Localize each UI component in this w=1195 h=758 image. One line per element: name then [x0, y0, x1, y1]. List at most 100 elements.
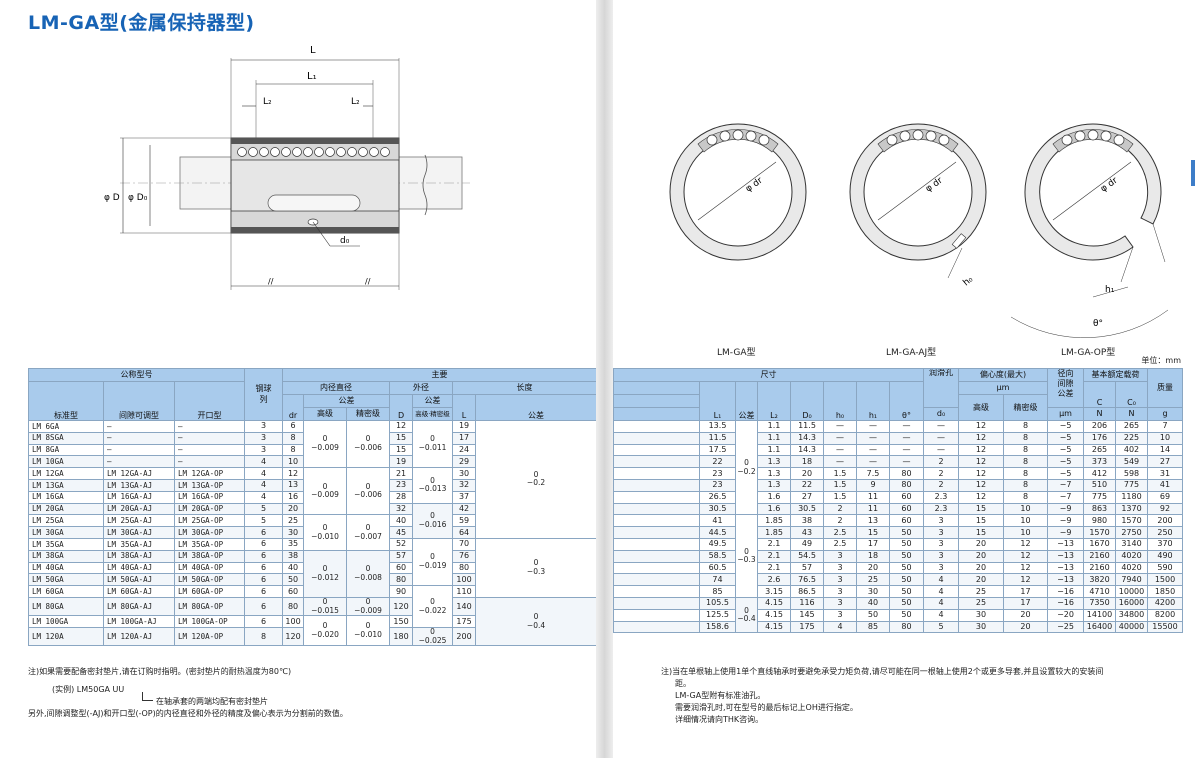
model-clearance: LM 40GA-AJ — [103, 561, 175, 575]
ecc-precision: 12 — [1003, 537, 1049, 551]
col-size: 尺寸 — [612, 368, 925, 382]
mass: 200 — [1147, 514, 1184, 528]
d0: 2 — [923, 455, 960, 469]
ecc-precision: 12 — [1003, 573, 1049, 587]
load-C: 206 — [1083, 420, 1117, 433]
ecc-precision: 17 — [1003, 585, 1049, 598]
outer-D: 52 — [389, 537, 414, 551]
ecc-precision: 12 — [1003, 549, 1049, 563]
dr-tol-precision: 0−0.009 — [346, 596, 391, 617]
dr-tol-precision: 0−0.006 — [346, 467, 391, 516]
theta: 50 — [888, 573, 925, 587]
inner-dr: 13 — [282, 478, 305, 492]
theta: 60 — [888, 502, 925, 516]
theta: 60 — [888, 490, 925, 504]
L2-right-label: L₂ — [351, 97, 360, 107]
spacer-cell — [613, 585, 700, 598]
radial-gap: −9 — [1047, 514, 1085, 528]
h0: 2.5 — [823, 537, 857, 551]
note-oil-hole: LM-GA型附有标准油孔。 — [675, 691, 766, 700]
length-L: 17 — [452, 431, 477, 445]
col-mass: 质量 — [1147, 368, 1184, 408]
ball-row — [237, 147, 390, 157]
D0: 54.5 — [790, 549, 824, 563]
model-open: LM 38GA-OP — [173, 549, 246, 563]
length-L: 80 — [452, 561, 477, 575]
load-C0: 402 — [1115, 443, 1149, 457]
end-view-drawings: φ dr φ dr h₀ φ dr h₁ θ° — [669, 123, 1169, 338]
ball-rows: 6 — [244, 615, 284, 628]
L1: 23 — [699, 467, 736, 480]
inner-dr: 100 — [282, 615, 305, 628]
mass: 250 — [1147, 526, 1184, 539]
L1-label: L₁ — [307, 71, 317, 82]
h1: 30 — [856, 585, 890, 598]
model-clearance: — — [103, 443, 175, 457]
mass: 15500 — [1147, 620, 1184, 634]
L1: 125.5 — [699, 608, 736, 622]
outer-D: 40 — [389, 514, 414, 528]
radial-gap: −9 — [1047, 526, 1085, 539]
h0: 4 — [823, 620, 857, 634]
ball-rows: 4 — [244, 467, 284, 480]
spacer-cell — [613, 431, 700, 445]
L2: 3.15 — [757, 585, 791, 598]
dr-tol-precision: 0−0.010 — [346, 615, 391, 647]
ecc-precision: 10 — [1003, 526, 1049, 539]
d0: 3 — [923, 537, 960, 551]
mass: 590 — [1147, 561, 1184, 575]
L2: 1.3 — [757, 455, 791, 469]
D-tol: 0−0.013 — [412, 467, 454, 504]
L1: 22 — [699, 455, 736, 469]
length-L: 175 — [452, 615, 477, 628]
outer-D: 120 — [389, 596, 414, 617]
mass: 31 — [1147, 467, 1184, 480]
ecc-precision: 12 — [1003, 561, 1049, 575]
spacer-cell — [613, 549, 700, 563]
mass: 10 — [1147, 431, 1184, 445]
mass: 1850 — [1147, 585, 1184, 598]
D-tol: 0−0.016 — [412, 502, 454, 539]
D-tol: 0−0.025 — [412, 626, 454, 647]
h0: 3 — [823, 596, 857, 610]
mass: 370 — [1147, 537, 1184, 551]
inner-dr: 10 — [282, 455, 305, 469]
L1: 158.6 — [699, 620, 736, 634]
spacer-cell — [613, 420, 700, 433]
length-L: 110 — [452, 585, 477, 598]
load-C0: 40000 — [1115, 620, 1149, 634]
L1: 58.5 — [699, 549, 736, 563]
model-open: — — [173, 420, 246, 433]
radial-gap: −16 — [1047, 596, 1085, 610]
outer-D: 57 — [389, 549, 414, 563]
ecc-precision: 8 — [1003, 490, 1049, 504]
dr-tol-high: 0−0.009 — [303, 419, 348, 469]
outer-D: 150 — [389, 615, 414, 628]
h0: — — [823, 420, 857, 433]
radial-gap: −7 — [1047, 478, 1085, 492]
h1: 20 — [856, 561, 890, 575]
L2: 2.1 — [757, 549, 791, 563]
h1-label: h₁ — [1105, 285, 1115, 295]
inner-dr: 30 — [282, 526, 305, 539]
ball-rows: 5 — [244, 514, 284, 528]
load-C0: 4020 — [1115, 561, 1149, 575]
col-main: 主要 — [282, 368, 598, 382]
ecc-high: 15 — [958, 526, 1005, 539]
load-C0: 265 — [1115, 420, 1149, 433]
ecc-high: 12 — [958, 443, 1005, 457]
outer-D: 45 — [389, 526, 414, 539]
ball-rows: 3 — [244, 431, 284, 445]
h0: — — [823, 455, 857, 469]
theta: 50 — [888, 526, 925, 539]
length-L: 70 — [452, 537, 477, 551]
ball-rows: 4 — [244, 478, 284, 492]
